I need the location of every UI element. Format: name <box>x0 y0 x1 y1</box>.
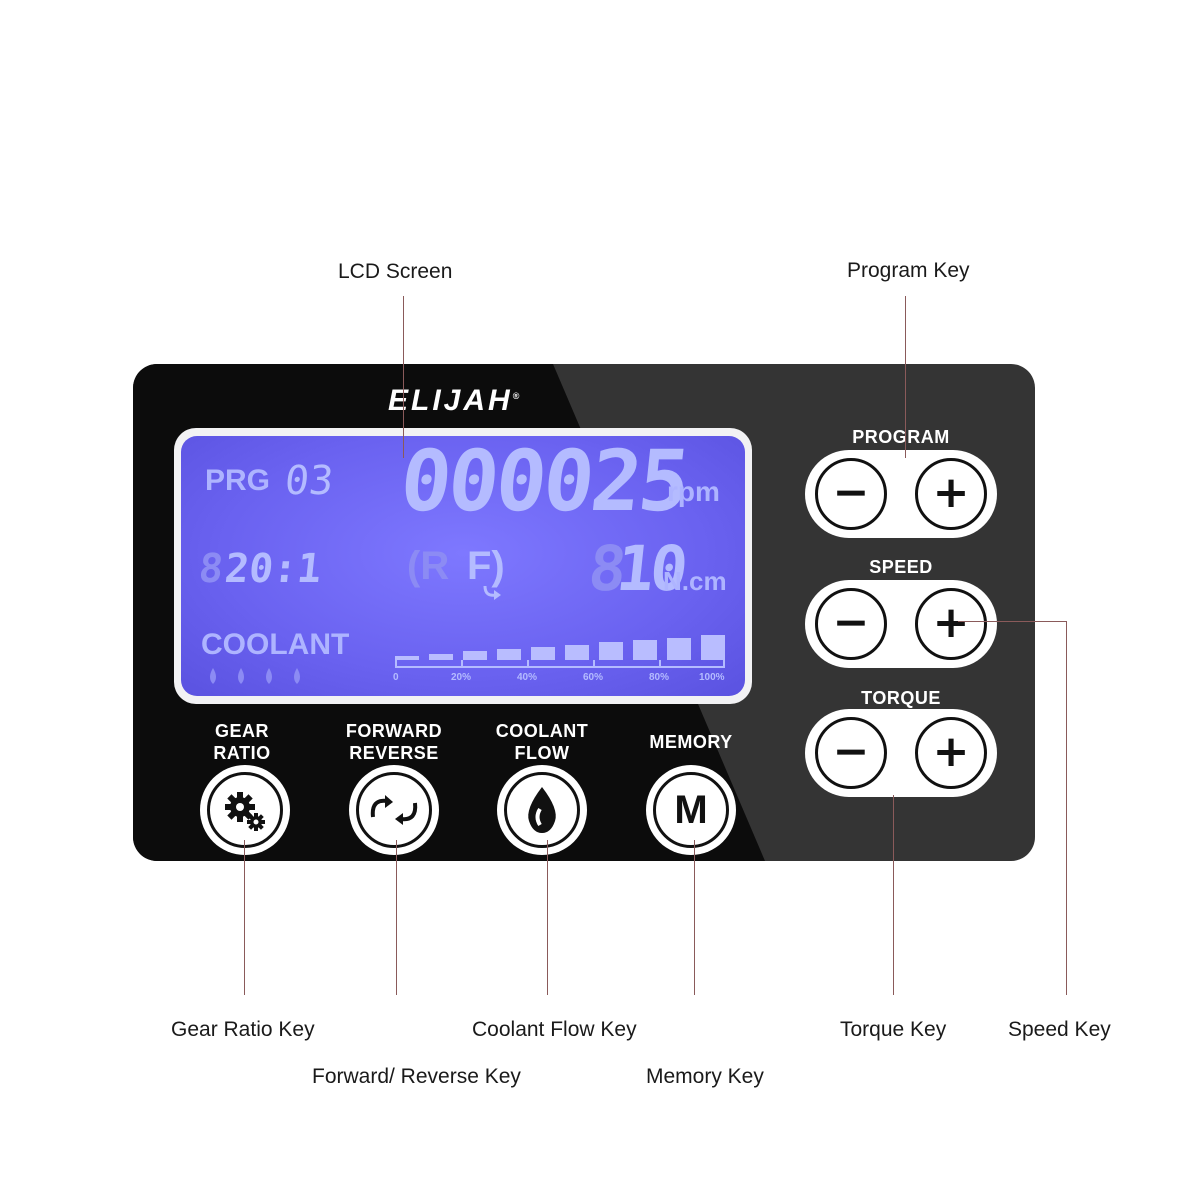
lcd-speed-unit: rpm <box>667 476 720 507</box>
coolant-drops-icon <box>210 668 300 684</box>
program-key: − + <box>805 450 997 538</box>
coolant-scale-label: 40% <box>517 672 538 683</box>
coolant-bar <box>701 635 725 660</box>
speed-minus-button[interactable]: − <box>815 588 887 660</box>
coolant-bar <box>633 639 657 660</box>
lcd-coolant-label: COOLANT <box>201 628 350 661</box>
lcd-ratio-value: 20:1 <box>222 546 324 592</box>
coolant-scale-label: 0 <box>393 672 399 683</box>
coolant-flow-button[interactable] <box>497 765 587 855</box>
lcd-prg-value: 03 <box>282 458 336 504</box>
rotate-arrows-icon <box>370 795 418 825</box>
coolant-scale-tick <box>395 660 397 668</box>
coolant-scale-axis <box>395 666 725 668</box>
callout-torque-key: Torque Key <box>840 1018 947 1041</box>
gears-icon <box>225 792 265 831</box>
coolant-scale-tick <box>659 660 661 668</box>
leader-speed-key-h <box>958 621 1066 622</box>
callout-memory-key: Memory Key <box>646 1065 764 1088</box>
lcd-prg-label: PRG <box>205 464 271 497</box>
leader-speed-key-v <box>1066 621 1067 995</box>
forward-arrow-icon <box>483 585 501 600</box>
speed-key: − + <box>805 580 997 668</box>
callout-coolant-flow-key: Coolant Flow Key <box>472 1018 637 1041</box>
leader-gear-ratio-key <box>244 840 245 995</box>
gear-ratio-button[interactable] <box>200 765 290 855</box>
speed-plus-button[interactable]: + <box>915 588 987 660</box>
coolant-bar <box>497 649 521 660</box>
lcd-speed-value: 000025 <box>395 432 692 530</box>
memory-button[interactable]: M <box>646 765 736 855</box>
callout-forward-reverse-key: Forward/ Reverse Key <box>312 1065 521 1088</box>
coolant-scale-label: 60% <box>583 672 604 683</box>
program-label: PROGRAM <box>852 427 950 447</box>
leader-memory-key <box>694 840 695 995</box>
coolant-scale-tick <box>461 660 463 668</box>
coolant-bar <box>395 656 419 660</box>
coolant-bar <box>429 653 453 660</box>
coolant-scale-tick <box>527 660 529 668</box>
lcd-torque-unit: N.cm <box>663 566 727 596</box>
coolant-bar <box>667 637 691 660</box>
torque-label: TORQUE <box>861 688 941 708</box>
coolant-scale-label: 100% <box>699 672 725 683</box>
callout-speed-key: Speed Key <box>1008 1018 1111 1041</box>
callout-gear-ratio-key: Gear Ratio Key <box>171 1018 315 1041</box>
callout-lcd-screen: LCD Screen <box>338 260 453 283</box>
lcd-dir-reverse: (R <box>407 544 450 588</box>
leader-lcd-screen <box>403 296 404 458</box>
leader-forward-reverse-key <box>396 840 397 995</box>
leader-coolant-flow-key <box>547 840 548 995</box>
torque-key: − + <box>805 709 997 797</box>
control-panel: ELIJAH® PRG 03 000025 rpm 8 20:1 (R F) 8… <box>133 364 1035 861</box>
coolant-bar <box>531 646 555 660</box>
coolant-scale-label: 20% <box>451 672 472 683</box>
program-minus-button[interactable]: − <box>815 458 887 530</box>
memory-glyph: M <box>674 788 708 832</box>
lcd-ratio-ghost: 8 <box>196 546 226 592</box>
coolant-scale-label: 80% <box>649 672 670 683</box>
coolant-bar <box>565 644 589 660</box>
speed-label: SPEED <box>869 557 933 577</box>
coolant-level-bars: 0 20% 40% 60% 80% 100% <box>393 616 725 696</box>
coolant-bar <box>599 642 623 660</box>
lcd-dir-forward: F) <box>467 544 505 588</box>
callout-program-key: Program Key <box>847 259 970 282</box>
torque-plus-button[interactable]: + <box>915 717 987 789</box>
memory-label: MEMORY <box>649 732 733 752</box>
water-drop-icon <box>528 787 556 833</box>
brand-logo: ELIJAH® <box>388 384 520 417</box>
coolant-scale-tick <box>593 660 595 668</box>
leader-program-key <box>905 296 906 458</box>
leader-torque-key <box>893 795 894 995</box>
coolant-scale-tick <box>723 660 725 668</box>
torque-minus-button[interactable]: − <box>815 717 887 789</box>
coolant-bar <box>463 651 487 660</box>
lcd-screen: PRG 03 000025 rpm 8 20:1 (R F) 8 10 N.cm… <box>181 432 745 696</box>
forward-reverse-button[interactable] <box>349 765 439 855</box>
program-plus-button[interactable]: + <box>915 458 987 530</box>
